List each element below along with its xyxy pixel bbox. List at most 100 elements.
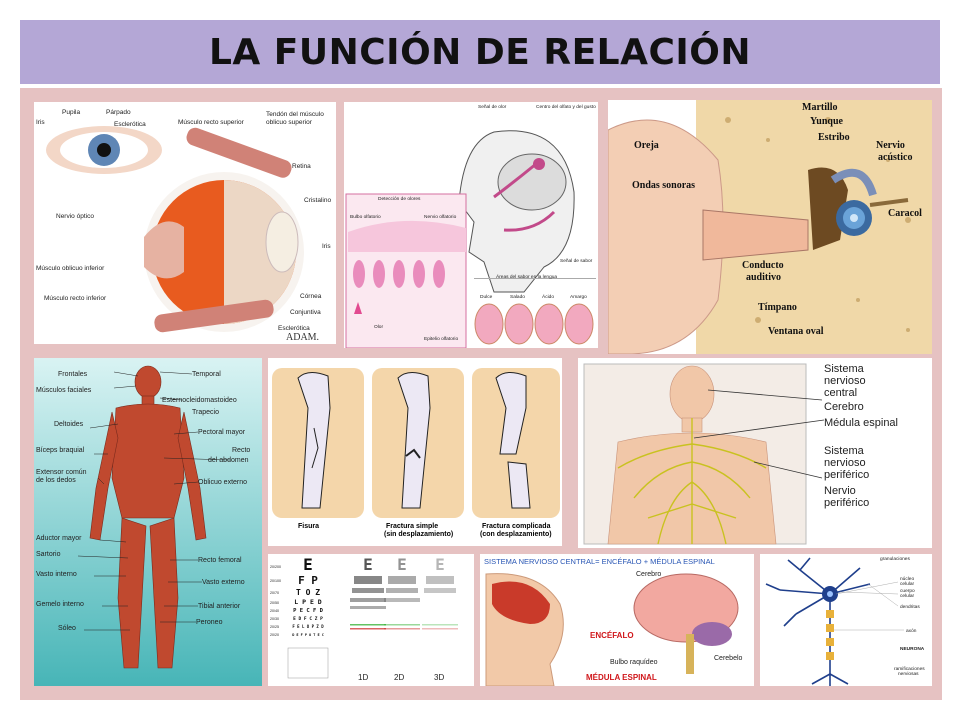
ear-label: Tímpano <box>758 302 797 313</box>
muscle-label: Trapecio <box>192 409 219 416</box>
muscle-label: Tibial anterior <box>198 603 241 610</box>
eye-label: Músculo oblicuo inferior <box>36 265 105 272</box>
svg-text:E: E <box>363 555 373 574</box>
neuron-diagram: granulaciones núcleo celular cuerpo celu… <box>760 554 932 686</box>
muscle-label: Vasto externo <box>202 579 245 586</box>
svg-text:E: E <box>397 555 407 574</box>
neuron-label: ramificaciones <box>894 666 925 672</box>
eye-label: Nervio óptico <box>56 213 94 220</box>
fracture-caption: Fisura <box>298 523 319 530</box>
acuity-label: 20/20 <box>270 633 279 637</box>
muscle-label: del abdomen <box>208 457 249 464</box>
smell-label: Señal de olor <box>478 104 507 110</box>
muscle-label: Peroneo <box>196 619 223 626</box>
cns-label: Cerebelo <box>714 655 743 662</box>
nerve-lines <box>617 418 767 545</box>
muscle-label: Extensor común <box>36 469 87 476</box>
nervous-label: Médula espinal <box>824 417 898 429</box>
taste-label: Ácido <box>542 293 554 300</box>
ear-label: auditivo <box>746 272 781 283</box>
adam-logo: ADAM. <box>286 332 319 343</box>
muscle-label: Temporal <box>192 371 221 378</box>
muscle-diagram: Frontales Músculos faciales Deltoides Bí… <box>34 358 262 686</box>
neuron-label: granulaciones <box>880 556 910 562</box>
eye-label: Córnea <box>300 293 322 300</box>
fracture-caption: Fractura complicada <box>482 523 551 530</box>
muscle-label: Vasto interno <box>36 571 77 578</box>
acuity-label: 20/25 <box>270 625 279 629</box>
svg-text:P E C F D: P E C F D <box>293 608 323 614</box>
neuron-label: axón <box>906 628 917 634</box>
chart-blur-2: E <box>384 555 420 630</box>
neuron-label: NEURONA <box>900 646 925 652</box>
smell-taste-panel: Señal de olor Centro del olfato y del gu… <box>344 102 598 348</box>
fracture-caption: Fractura simple <box>386 523 438 530</box>
eye-label: Tendón del músculo <box>266 111 324 118</box>
ear-label: Conducto <box>742 260 784 271</box>
ear-label: Estribo <box>818 132 850 143</box>
nervous-label: periférico <box>824 469 869 481</box>
neuron-label: celular <box>900 581 915 587</box>
eye-chart-panel: 20/200 20/100 20/70 20/50 20/40 20/30 20… <box>268 554 474 686</box>
neuron-shape <box>765 557 871 686</box>
smell-label: Centro del olfato y del gusto <box>536 104 596 110</box>
eye-label: Párpado <box>106 109 131 116</box>
muscle-label: Recto femoral <box>198 557 242 564</box>
ear-label: Ondas sonoras <box>632 180 695 191</box>
svg-text:F E L O P Z D: F E L O P Z D <box>292 624 324 629</box>
bone-complicated <box>472 368 560 518</box>
taste-label: Dulce <box>480 294 493 300</box>
taste-label: Salado <box>510 294 525 300</box>
smell-taste-diagram: Señal de olor Centro del olfato y del gu… <box>344 102 598 348</box>
nervous-label: Nervio <box>824 485 856 497</box>
neuron-label: dendritas <box>900 604 920 610</box>
svg-text:F P: F P <box>298 574 318 587</box>
muscle-label: Sóleo <box>58 625 76 632</box>
neuron-label: núcleo <box>900 576 914 582</box>
nervous-label: Sistema <box>824 445 865 457</box>
muscle-label: Pectoral mayor <box>198 429 246 436</box>
eye-label: Iris <box>36 119 45 126</box>
page-title: LA FUNCIÓN DE RELACIÓN <box>208 31 752 73</box>
bone-fisura <box>272 368 364 518</box>
cns-label: MÉDULA ESPINAL <box>586 673 657 682</box>
smell-label: Detección de olores <box>378 196 421 202</box>
svg-text:E: E <box>303 555 313 574</box>
eye-label: Conjuntiva <box>290 309 321 316</box>
fracture-diagram: Fisura Fractura simple (sin desplazamien… <box>268 358 562 546</box>
eye-label: Músculo recto inferior <box>44 295 107 302</box>
view-label: 1D <box>358 673 368 682</box>
bone-simple <box>372 368 464 518</box>
neuron-label: celular <box>900 593 915 599</box>
neuron-panel: granulaciones núcleo celular cuerpo celu… <box>760 554 932 686</box>
ear-label: Yunque <box>810 116 844 127</box>
svg-text:E D F C Z P: E D F C Z P <box>293 616 323 622</box>
muscle-body <box>89 365 207 669</box>
acuity-label: 20/50 <box>270 601 279 605</box>
nervous-label: Cerebro <box>824 401 864 413</box>
ear-label: Oreja <box>634 140 659 151</box>
cns-label: Bulbo raquídeo <box>610 659 658 666</box>
muscle-label: Bíceps braquial <box>36 447 85 454</box>
svg-text:E: E <box>435 555 445 574</box>
muscle-label: Gemelo interno <box>36 601 84 608</box>
cns-header: SISTEMA NERVIOSO CENTRAL= ENCÉFALO + MÉD… <box>484 557 715 566</box>
view-label: 3D <box>434 673 444 682</box>
neuron-label: nerviosas <box>898 671 919 677</box>
taste-label: Amargo <box>570 294 587 300</box>
chart-blur-3: E <box>422 555 458 630</box>
acuity-label: 20/70 <box>270 591 279 595</box>
nervous-label: nervioso <box>824 375 866 387</box>
bone-fracture-panel: Fisura Fractura simple (sin desplazamien… <box>268 358 562 546</box>
acuity-label: 20/200 <box>270 565 281 569</box>
svg-text:T O Z: T O Z <box>296 588 320 597</box>
collage-board: Pupila Párpado Iris Esclerótica Músculo … <box>20 88 942 700</box>
muscular-system-panel: Frontales Músculos faciales Deltoides Bí… <box>34 358 262 686</box>
muscle-label: Deltoides <box>54 421 84 428</box>
acuity-label: 20/100 <box>270 579 281 583</box>
nervous-system-diagram: Sistema nervioso central Cerebro Médula … <box>578 358 932 548</box>
muscle-label: de los dedos <box>36 477 76 484</box>
svg-text:L P E D: L P E D <box>294 598 321 606</box>
ear-diagram: Martillo Yunque Oreja Estribo Nervio acú… <box>608 100 932 354</box>
ear-label: Nervio <box>876 140 905 151</box>
